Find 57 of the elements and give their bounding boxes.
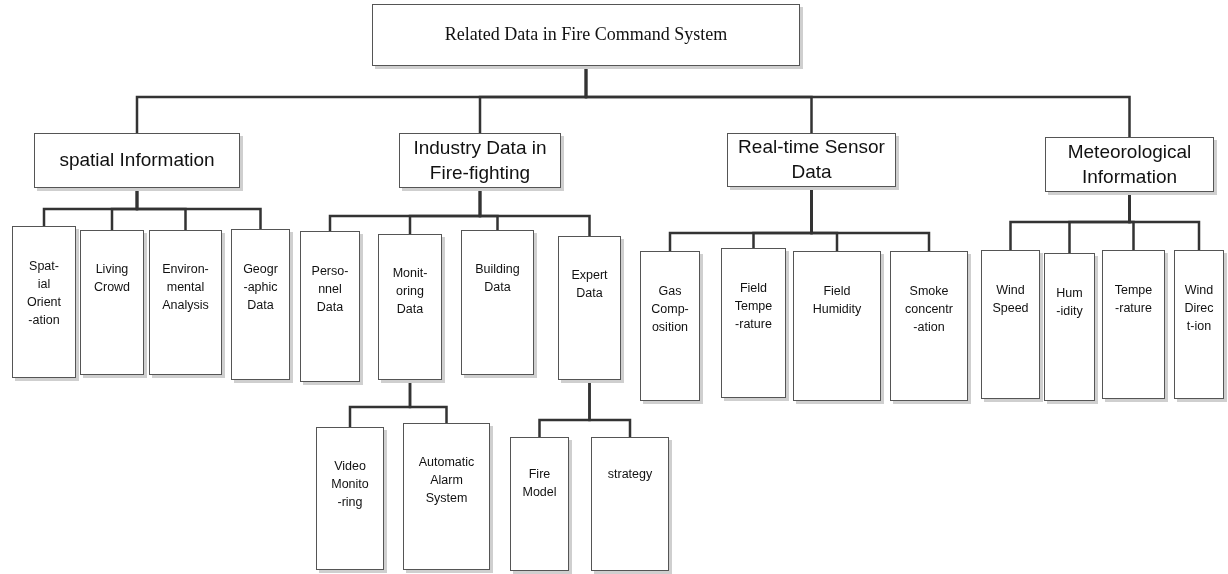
item-box	[640, 251, 700, 401]
category-label: Industry Data in Fire-fighting	[412, 135, 548, 185]
item-label: Video Monito -ring	[330, 458, 370, 512]
item-box	[510, 437, 569, 571]
item-box	[558, 236, 621, 380]
connector-line	[408, 380, 448, 423]
item-label: Tempe -rature	[1113, 282, 1154, 318]
item-label: Environ- mental Analysis	[161, 261, 210, 315]
item-box	[461, 230, 534, 375]
item-label: Expert Data	[570, 267, 609, 303]
item-label: strategy	[607, 466, 653, 483]
category-box	[399, 133, 561, 188]
category-label: Meteorological Information	[1066, 139, 1193, 189]
item-label: Living Crowd	[92, 261, 132, 297]
item-label: Gas Comp- osition	[650, 283, 690, 337]
category-box	[34, 133, 240, 188]
item-box	[721, 248, 786, 398]
item-box	[1044, 253, 1095, 401]
item-box	[149, 230, 222, 375]
category-label: spatial Information	[59, 148, 215, 173]
connector-line	[135, 188, 262, 229]
item-label: Wind Direc t-ion	[1183, 282, 1215, 336]
item-box	[591, 437, 669, 571]
item-box	[403, 423, 490, 570]
item-box	[316, 427, 384, 570]
item-label: Geogr -aphic Data	[242, 261, 279, 315]
title-box	[372, 4, 800, 66]
item-box	[1174, 250, 1224, 399]
item-box	[793, 251, 881, 401]
item-label: Spat- ial Orient -ation	[25, 258, 62, 330]
connector-line	[584, 66, 1131, 137]
category-box	[1045, 137, 1214, 192]
item-box	[231, 229, 290, 380]
item-box	[12, 226, 76, 378]
connector-line	[810, 187, 931, 251]
item-label: Field Tempe -rature	[733, 280, 774, 334]
connector-line	[1128, 192, 1201, 250]
category-label: Real-time Sensor Data	[737, 135, 886, 184]
item-box	[300, 231, 360, 382]
box-title: Related Data in Fire Command System	[444, 23, 728, 47]
item-label: Perso- nnel Data	[310, 263, 350, 317]
item-box	[981, 250, 1040, 399]
item-box	[378, 234, 442, 380]
item-box	[1102, 250, 1165, 399]
item-label: Smoke concentr -ation	[904, 283, 954, 337]
item-label: Wind Speed	[991, 282, 1030, 318]
category-box	[727, 133, 896, 187]
item-label: Building Data	[474, 261, 521, 297]
connector-line	[588, 380, 632, 437]
item-label: Automatic Alarm System	[417, 454, 476, 508]
item-box	[80, 230, 144, 375]
item-label: Fire Model	[521, 466, 558, 502]
item-label: Field Humidity	[811, 283, 863, 319]
item-label: Hum -idity	[1055, 285, 1084, 321]
connector-line	[478, 188, 591, 236]
item-box	[890, 251, 968, 401]
item-label: Monit- oring Data	[391, 265, 429, 319]
